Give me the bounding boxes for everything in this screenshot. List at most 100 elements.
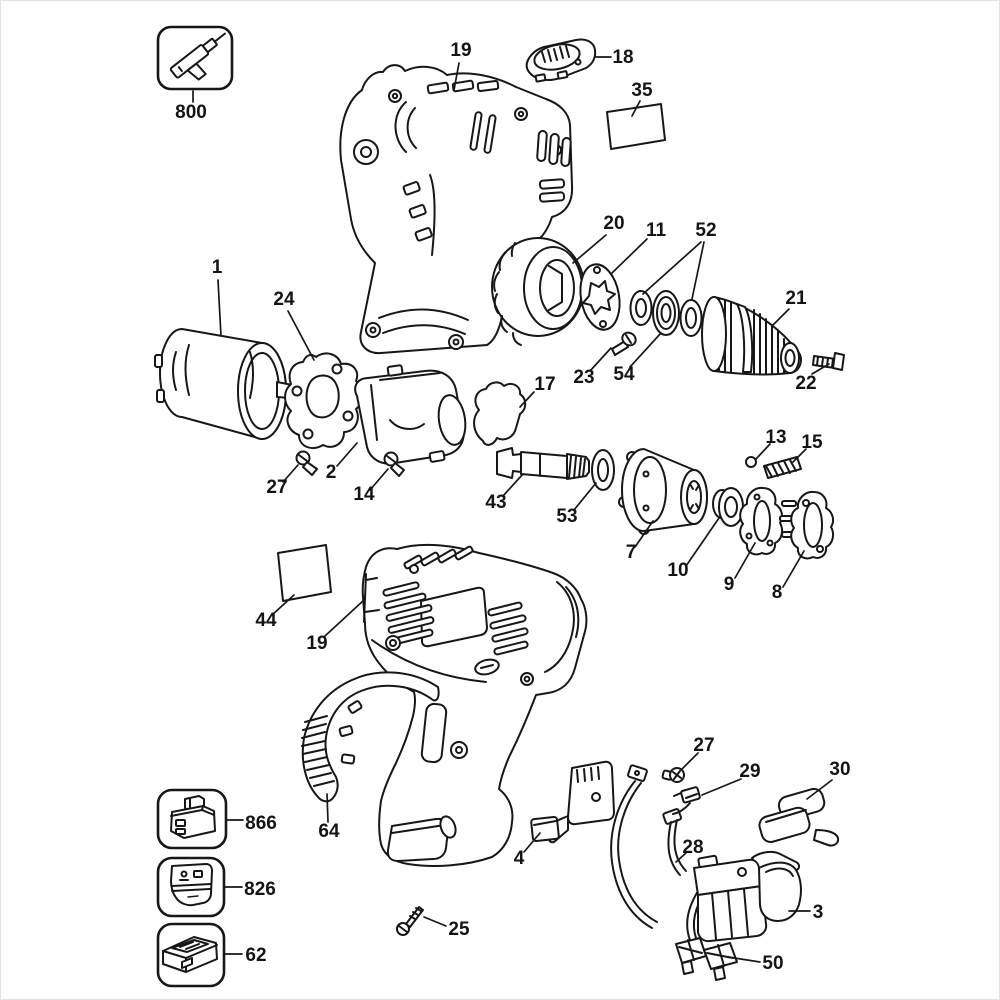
callout-label: 30 [829, 759, 850, 780]
callout-3: 3 [788, 902, 824, 923]
callout-15: 15 [792, 432, 823, 463]
part-plate-9 [739, 486, 784, 556]
charger-base-icon [162, 936, 218, 973]
part-button [525, 38, 597, 83]
callout-label: 7 [626, 542, 637, 563]
part-terminal-block [675, 937, 738, 981]
callout-label: 14 [353, 484, 375, 505]
part-chuck [701, 296, 802, 376]
set-box [156, 25, 234, 91]
battery-pack-icon [170, 795, 216, 839]
callout-label: 54 [613, 364, 635, 385]
callout-19-upper: 19 [450, 40, 472, 91]
callout-9: 9 [724, 542, 756, 595]
callout-label: 50 [762, 953, 783, 974]
callout-label: 9 [724, 574, 735, 595]
callout-22: 22 [795, 363, 830, 394]
part-bearing-54 [652, 290, 680, 336]
callout-label: 44 [255, 610, 277, 631]
callout-18: 18 [595, 47, 634, 68]
part-connector-29 [673, 786, 701, 804]
part-motor [154, 328, 304, 440]
callout-label: 13 [765, 427, 786, 448]
callout-25: 25 [423, 916, 470, 940]
part-grip-insert [301, 671, 440, 803]
part-spindle [496, 447, 590, 480]
callout-label: 4 [514, 848, 525, 869]
part-bracket [530, 760, 615, 844]
callout-43: 43 [485, 473, 524, 513]
part-housing-upper [339, 64, 574, 355]
callout-1: 1 [212, 257, 223, 337]
callout-label: 22 [795, 373, 816, 394]
part-spring [763, 456, 802, 479]
part-screw-27-gear [295, 450, 318, 476]
callout-20: 20 [572, 213, 625, 264]
callout-label: 11 [646, 220, 667, 241]
callout-label: 866 [245, 813, 277, 834]
callout-866: 866 [225, 813, 277, 834]
callout-800: 800 [175, 90, 207, 123]
callout-44: 44 [255, 594, 295, 631]
callout-826: 826 [223, 879, 276, 900]
callout-64: 64 [318, 793, 340, 842]
callout-label: 28 [682, 837, 703, 858]
callout-label: 20 [603, 213, 624, 234]
part-housing-lower [361, 543, 588, 867]
part-screw-14 [383, 451, 405, 477]
part-clutch-collar [491, 237, 585, 346]
callout-53: 53 [556, 482, 597, 527]
part-screw-25 [396, 906, 424, 936]
part-washer-52a [629, 290, 653, 326]
callout-label: 43 [485, 492, 506, 513]
part-end-cap-8 [779, 490, 835, 560]
part-wires [610, 764, 707, 941]
callout-label: 23 [573, 367, 594, 388]
callout-label: 19 [306, 633, 327, 654]
callout-label: 25 [448, 919, 470, 940]
part-gear-housing [354, 364, 467, 465]
callout-50: 50 [727, 953, 784, 974]
callout-label: 1 [212, 257, 223, 278]
callout-label: 19 [450, 40, 471, 61]
callout-30: 30 [806, 759, 851, 800]
part-label-44 [277, 544, 332, 602]
callout-7: 7 [626, 520, 654, 563]
part-screw-23 [611, 331, 637, 356]
callout-label: 8 [772, 582, 783, 603]
callout-label: 10 [667, 560, 688, 581]
callout-label: 2 [326, 462, 337, 483]
part-switch [693, 850, 802, 943]
callout-62: 62 [223, 945, 267, 966]
drill-icon [169, 32, 226, 81]
callout-21: 21 [771, 288, 807, 327]
callout-10: 10 [667, 517, 720, 581]
callout-label: 800 [175, 102, 207, 123]
callout-13: 13 [755, 427, 787, 460]
callout-label: 53 [556, 506, 577, 527]
part-washer-52b [679, 299, 703, 337]
callout-label: 3 [813, 902, 824, 923]
part-bushing [712, 487, 744, 527]
part-screw-27-switch [661, 767, 685, 783]
callout-35: 35 [631, 80, 653, 117]
callout-14: 14 [353, 468, 389, 505]
callout-54: 54 [613, 332, 662, 385]
callout-8: 8 [772, 550, 805, 603]
callout-label: 27 [693, 735, 714, 756]
callout-label: 24 [273, 289, 295, 310]
callout-label: 17 [534, 374, 555, 395]
callout-label: 52 [695, 220, 716, 241]
callout-label: 826 [244, 879, 276, 900]
part-nameplate-35 [606, 103, 666, 150]
callout-29: 29 [701, 761, 761, 796]
callout-label: 21 [785, 288, 807, 309]
callout-label: 29 [739, 761, 760, 782]
part-clip-30 [758, 787, 840, 847]
charger-label-icon [170, 863, 213, 907]
charger-box [156, 856, 226, 918]
part-end-plate [284, 352, 364, 449]
part-clutch-plate [579, 263, 621, 331]
